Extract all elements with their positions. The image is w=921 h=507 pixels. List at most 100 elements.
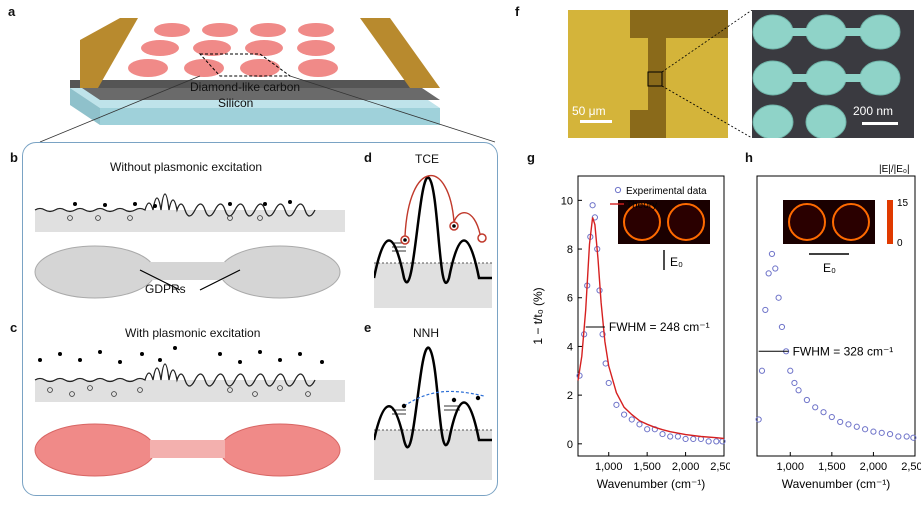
y-tick-label: 4 [567, 341, 573, 353]
data-point [765, 270, 772, 277]
data-point [682, 435, 689, 443]
x-tick-label: 2,500 [901, 461, 921, 473]
panel-a-label: a [8, 4, 16, 19]
panel-e-label: e [364, 320, 372, 335]
data-point [705, 438, 712, 445]
y-tick-label: 10 [561, 195, 573, 207]
right-electrode [360, 18, 440, 88]
scale-bar-sem: 200 nm [853, 104, 894, 118]
panel-d-label: d [364, 150, 372, 165]
theory-line [577, 217, 725, 440]
panel-f-micrographs [568, 10, 914, 138]
data-point [886, 430, 894, 438]
scale-bar-optical: 50 μm [572, 104, 606, 118]
legend-label-theory: Theory [626, 200, 657, 211]
x-tick-label: 1,500 [818, 461, 846, 473]
panel-g-label: g [527, 150, 535, 165]
data-point [775, 294, 782, 301]
data-point [791, 379, 798, 387]
data-point [667, 433, 674, 440]
data-point [605, 379, 612, 387]
data-point [690, 435, 697, 443]
data-point [853, 423, 860, 430]
mechanism-box [22, 142, 498, 496]
data-point [803, 396, 810, 404]
silicon-label: Silicon [218, 96, 254, 110]
x-tick-label: 1,000 [776, 461, 804, 473]
panel-c-diagram [34, 346, 345, 477]
data-point [903, 433, 910, 440]
gdprs-label: GDPRs [145, 282, 186, 296]
y-tick-label: 8 [567, 244, 573, 256]
data-point [755, 416, 762, 423]
colorbar [887, 200, 893, 244]
data-point [762, 306, 769, 314]
data-point [812, 404, 819, 411]
panel-e-diagram [374, 346, 492, 480]
left-electrode [80, 18, 138, 88]
field-map-disk-right [832, 203, 870, 241]
data-point [862, 426, 869, 433]
colorbar-max: 15 [897, 198, 909, 209]
data-point [589, 202, 596, 209]
panel-f-label: f [515, 4, 520, 19]
fwhm-annotation: FWHM = 328 cm⁻¹ [793, 344, 894, 358]
chart-h: E₀ 1,000 1,500 2,000 2,500Wavenumber (cm⁻¹) |… [755, 164, 921, 491]
data-point [644, 426, 651, 433]
x-tick-label: 2,000 [672, 461, 700, 473]
data-point [870, 428, 877, 435]
y-tick-label: 6 [567, 293, 573, 305]
data-point [878, 429, 885, 436]
data-point [820, 409, 827, 416]
data-point [659, 430, 666, 438]
data-point [674, 433, 681, 440]
gdpr-array [128, 23, 338, 77]
data-point [613, 401, 620, 408]
plot-frame [756, 175, 916, 457]
x-axis-label: Wavenumber (cm⁻¹) [782, 477, 891, 491]
data-point [795, 387, 802, 394]
polarization-label: E₀ [670, 255, 683, 269]
data-point [778, 323, 786, 331]
colorbar-min: 0 [897, 238, 903, 249]
y-tick-label: 0 [567, 439, 573, 451]
panel-c-title: With plasmonic excitation [125, 326, 261, 340]
y-axis-label: 1 − t/t₀ (%) [531, 287, 545, 344]
panel-e-title: NNH [413, 326, 439, 340]
data-point [713, 438, 720, 445]
panel-h-label: h [745, 150, 753, 165]
field-map-disk-left [623, 203, 661, 241]
field-map-disk-left [788, 203, 826, 241]
data-point [628, 416, 635, 423]
device-illustration [70, 18, 440, 125]
legend-marker-data [614, 186, 622, 194]
legend-label-data: Experimental data [626, 186, 707, 197]
data-point [910, 434, 917, 441]
fwhm-annotation: FWHM = 248 cm⁻¹ [609, 320, 710, 334]
data-point [837, 418, 844, 426]
field-map-disk-right [667, 203, 705, 241]
data-point [845, 421, 852, 428]
panel-b-diagram [34, 193, 345, 299]
colorbar-title: |E|/|E₀| [879, 164, 910, 175]
data-point [895, 433, 902, 440]
data-point [772, 265, 779, 272]
x-tick-label: 2,000 [860, 461, 888, 473]
polarization-label: E₀ [823, 261, 836, 275]
data-point [636, 421, 643, 428]
silicon-layer [100, 108, 440, 125]
data-point [787, 367, 794, 374]
panel-b-title: Without plasmonic excitation [110, 160, 263, 174]
y-tick-label: 2 [567, 390, 573, 402]
panel-d-title: TCE [415, 152, 439, 166]
data-point [599, 331, 606, 338]
panel-b-label: b [10, 150, 18, 165]
panel-c-label: c [10, 320, 18, 335]
x-tick-label: 1,000 [595, 461, 623, 473]
data-point [828, 413, 835, 421]
data-point [621, 411, 628, 418]
data-point [768, 250, 776, 258]
x-tick-label: 2,500 [710, 461, 730, 473]
